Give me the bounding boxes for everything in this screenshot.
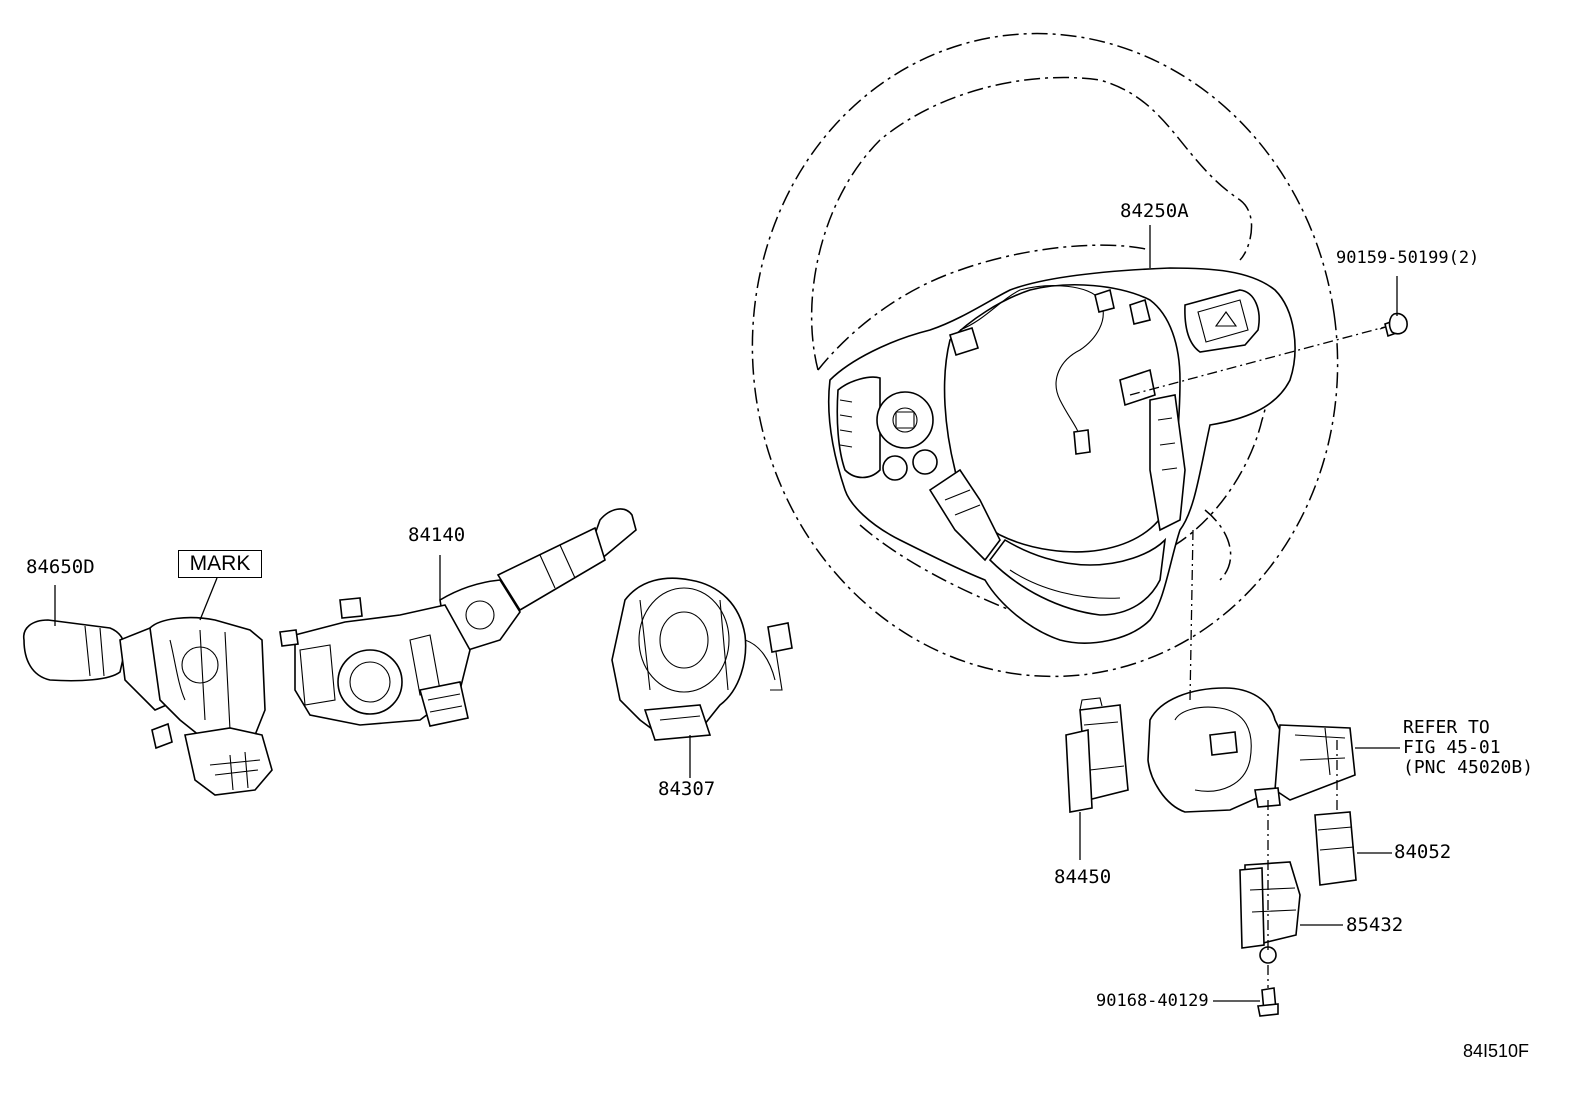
connection-lines — [1130, 327, 1385, 988]
switch-84450 — [1066, 698, 1128, 812]
refer-note: REFER TO FIG 45-01 (PNC 45020B) — [1403, 718, 1533, 778]
label-84307: 84307 — [658, 778, 716, 800]
steering-pad-assembly — [829, 268, 1295, 643]
combination-switch — [280, 509, 636, 726]
bolt-90159 — [1380, 314, 1407, 336]
label-90159: 90159-50199(2) — [1336, 248, 1480, 268]
ignition-switch-housing — [1148, 688, 1355, 812]
label-84650D: 84650D — [26, 556, 95, 578]
label-84450: 84450 — [1054, 866, 1112, 888]
refer-line-1: REFER TO — [1403, 717, 1490, 738]
label-84140: 84140 — [408, 524, 466, 546]
leader-lines — [55, 225, 1400, 1001]
spiral-cable — [612, 578, 792, 740]
part-85432 — [1240, 862, 1300, 963]
label-84052: 84052 — [1394, 841, 1452, 863]
label-84250A: 84250A — [1120, 200, 1189, 222]
label-85432: 85432 — [1346, 914, 1404, 936]
turn-signal-switch — [24, 618, 272, 795]
refer-line-3: (PNC 45020B) — [1403, 757, 1534, 778]
refer-line-2: FIG 45-01 — [1403, 737, 1501, 758]
figure-id: 84I510F — [1463, 1041, 1530, 1061]
screw-90168 — [1258, 988, 1278, 1016]
part-84052 — [1315, 812, 1356, 885]
mark-box: MARK — [178, 550, 262, 578]
label-90168: 90168-40129 — [1096, 991, 1209, 1011]
